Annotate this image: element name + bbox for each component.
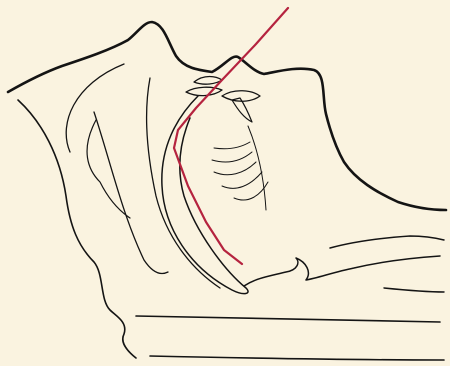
lower-lip-line (330, 236, 444, 248)
tongue-stroke-5 (234, 182, 268, 200)
tongue-stroke-3 (214, 162, 256, 175)
turbinate-4 (232, 98, 252, 122)
upper-outline (8, 22, 446, 210)
floor-line-1 (384, 288, 444, 292)
turbinate-2 (186, 87, 222, 95)
red-instrument-line (174, 8, 288, 264)
jaw-line (244, 256, 440, 286)
spine-lining (147, 78, 220, 288)
posterior-wall (18, 100, 136, 358)
middle-curve-1 (94, 112, 168, 274)
tongue-stroke-2 (212, 152, 252, 162)
inner-wall-curve (66, 64, 124, 152)
floor-line-2 (136, 316, 440, 322)
tongue-stroke-6 (248, 126, 266, 210)
pharynx-curve-outer (162, 96, 248, 294)
tongue-stroke-1 (214, 142, 250, 149)
middle-curve-2 (87, 120, 130, 218)
floor-line-3 (150, 356, 444, 360)
